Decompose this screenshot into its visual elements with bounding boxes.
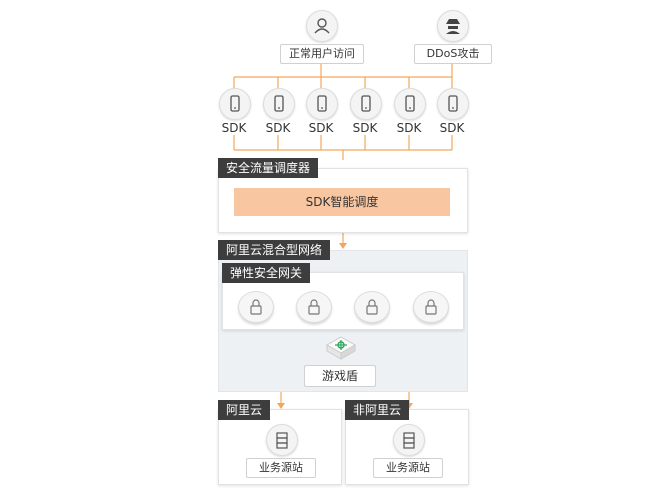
phone-icon bbox=[361, 95, 371, 112]
phone-icon bbox=[230, 95, 240, 112]
user-icon bbox=[314, 18, 330, 34]
phone-icon bbox=[274, 95, 284, 112]
gateway-tag: 弹性安全网关 bbox=[222, 263, 311, 283]
server-icon bbox=[403, 432, 415, 449]
sdk-label: SDK bbox=[221, 121, 247, 135]
aliyun-tag: 阿里云 bbox=[218, 400, 271, 420]
non-aliyun-origin-node bbox=[393, 424, 425, 456]
phone-icon bbox=[317, 95, 327, 112]
game-shield-node bbox=[326, 336, 356, 360]
sdk-label: SDK bbox=[265, 121, 291, 135]
non-aliyun-tag: 非阿里云 bbox=[345, 400, 410, 420]
ddos-label: DDoS攻击 bbox=[414, 44, 492, 64]
hybrid-network-tag: 阿里云混合型网络 bbox=[218, 240, 331, 260]
server-icon bbox=[276, 432, 288, 449]
sdk-node bbox=[350, 88, 382, 120]
sdk-label: SDK bbox=[308, 121, 334, 135]
phone-icon bbox=[405, 95, 415, 112]
lock-icon bbox=[308, 299, 320, 315]
shield-diamond-icon bbox=[326, 336, 356, 360]
lock-icon bbox=[366, 299, 378, 315]
non-aliyun-origin-label: 业务源站 bbox=[373, 458, 443, 478]
phone-icon bbox=[448, 95, 458, 112]
normal-user-label: 正常用户访问 bbox=[280, 44, 364, 64]
hacker-icon bbox=[446, 19, 460, 34]
sdk-node bbox=[263, 88, 295, 120]
aliyun-origin-label: 业务源站 bbox=[246, 458, 316, 478]
sdk-node bbox=[394, 88, 426, 120]
sdk-label: SDK bbox=[352, 121, 378, 135]
scheduler-tag: 安全流量调度器 bbox=[218, 158, 319, 178]
gateway-lock-node bbox=[413, 291, 449, 323]
gateway-lock-node bbox=[238, 291, 274, 323]
sdk-label: SDK bbox=[439, 121, 465, 135]
lock-icon bbox=[425, 299, 437, 315]
game-shield-label: 游戏盾 bbox=[304, 365, 376, 387]
lock-icon bbox=[250, 299, 262, 315]
sdk-label: SDK bbox=[396, 121, 422, 135]
sdk-node bbox=[219, 88, 251, 120]
sdk-node bbox=[437, 88, 469, 120]
sdk-node bbox=[306, 88, 338, 120]
gateway-lock-node bbox=[354, 291, 390, 323]
aliyun-origin-node bbox=[266, 424, 298, 456]
gateway-lock-node bbox=[296, 291, 332, 323]
ddos-node bbox=[437, 10, 469, 42]
normal-user-node bbox=[306, 10, 338, 42]
sdk-scheduling-bar: SDK智能调度 bbox=[234, 188, 450, 216]
